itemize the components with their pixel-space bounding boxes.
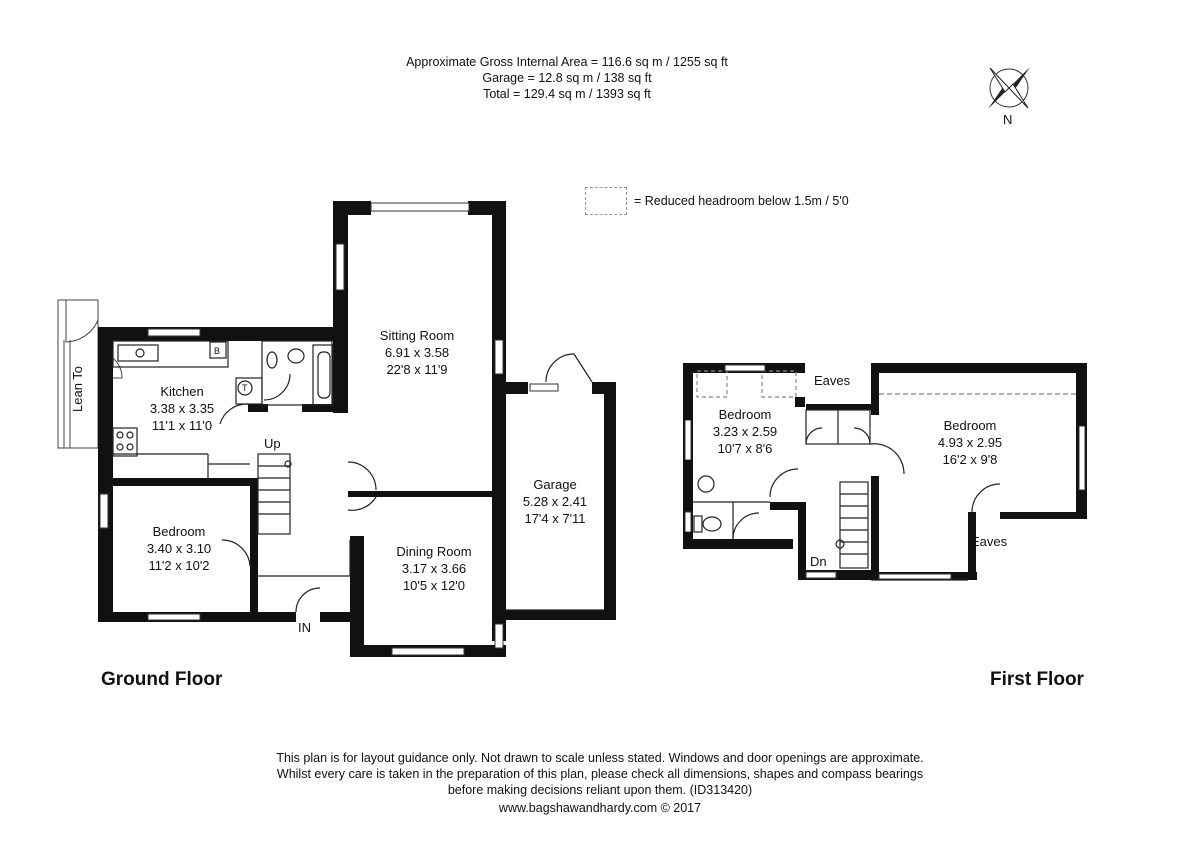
kitchen-imperial: 11'1 x 11'0 <box>152 418 212 433</box>
total-area-text: Total = 129.4 sq m / 1393 sq ft <box>483 87 651 101</box>
boiler-label: B <box>214 346 220 356</box>
dining-room-imperial: 10'5 x 12'0 <box>403 578 465 593</box>
bedroom-first-right-imperial: 16'2 x 9'8 <box>943 452 998 467</box>
bedroom-first-left-metric: 3.23 x 2.59 <box>713 424 777 439</box>
sitting-room-imperial: 22'8 x 11'9 <box>386 362 447 377</box>
kitchen-name: Kitchen <box>160 384 203 399</box>
tank-label: T <box>242 383 248 393</box>
disclaimer-line-3: before making decisions reliant upon the… <box>447 783 753 797</box>
first-floor-title: First Floor <box>990 669 1084 690</box>
bedroom-first-right-metric: 4.93 x 2.95 <box>938 435 1002 450</box>
bedroom-ground-name: Bedroom <box>153 524 206 539</box>
dining-room-metric: 3.17 x 3.66 <box>402 561 466 576</box>
reduced-headroom-swatch <box>585 187 627 215</box>
bedroom-ground-metric: 3.40 x 3.10 <box>147 541 211 556</box>
dining-room-name: Dining Room <box>396 544 471 559</box>
sitting-room-metric: 6.91 x 3.58 <box>385 345 449 360</box>
first-floor-windows <box>684 364 1086 580</box>
ground-floor-walls <box>98 201 616 657</box>
disclaimer-line-2: Whilst every care is taken in the prepar… <box>276 767 924 781</box>
entrance-label: IN <box>298 620 311 635</box>
bedroom-first-right-name: Bedroom <box>944 418 997 433</box>
ground-floor-windows <box>99 202 559 656</box>
bedroom-first-left-imperial: 10'7 x 8'6 <box>718 441 773 456</box>
compass-north-label: N <box>1003 112 1012 127</box>
garage-metric: 5.28 x 2.41 <box>523 494 587 509</box>
ground-floor-details <box>112 340 604 613</box>
kitchen-metric: 3.38 x 3.35 <box>150 401 214 416</box>
garage-imperial: 17'4 x 7'11 <box>524 511 585 526</box>
bedroom-first-left-name: Bedroom <box>719 407 772 422</box>
garage-name: Garage <box>533 477 576 492</box>
garage-area-text: Garage = 12.8 sq m / 138 sq ft <box>482 71 652 85</box>
lean-to-label: Lean To <box>70 366 85 412</box>
first-floor-details <box>693 370 1076 581</box>
sitting-room-name: Sitting Room <box>380 328 454 343</box>
stairs-down-label: Dn <box>810 554 827 569</box>
gross-area-text: Approximate Gross Internal Area = 116.6 … <box>406 55 728 69</box>
disclaimer-line-1: This plan is for layout guidance only. N… <box>276 751 924 765</box>
first-floor-walls <box>683 363 1087 580</box>
website-copyright: www.bagshawandhardy.com © 2017 <box>498 801 702 815</box>
bedroom-ground-imperial: 11'2 x 10'2 <box>148 558 209 573</box>
legend-text: = Reduced headroom below 1.5m / 5'0 <box>634 194 849 208</box>
compass-icon <box>988 67 1030 109</box>
ground-floor-title: Ground Floor <box>101 669 223 690</box>
eaves-bottom-label: Eaves <box>971 534 1008 549</box>
stairs-up-label: Up <box>264 436 281 451</box>
eaves-top-label: Eaves <box>814 373 851 388</box>
